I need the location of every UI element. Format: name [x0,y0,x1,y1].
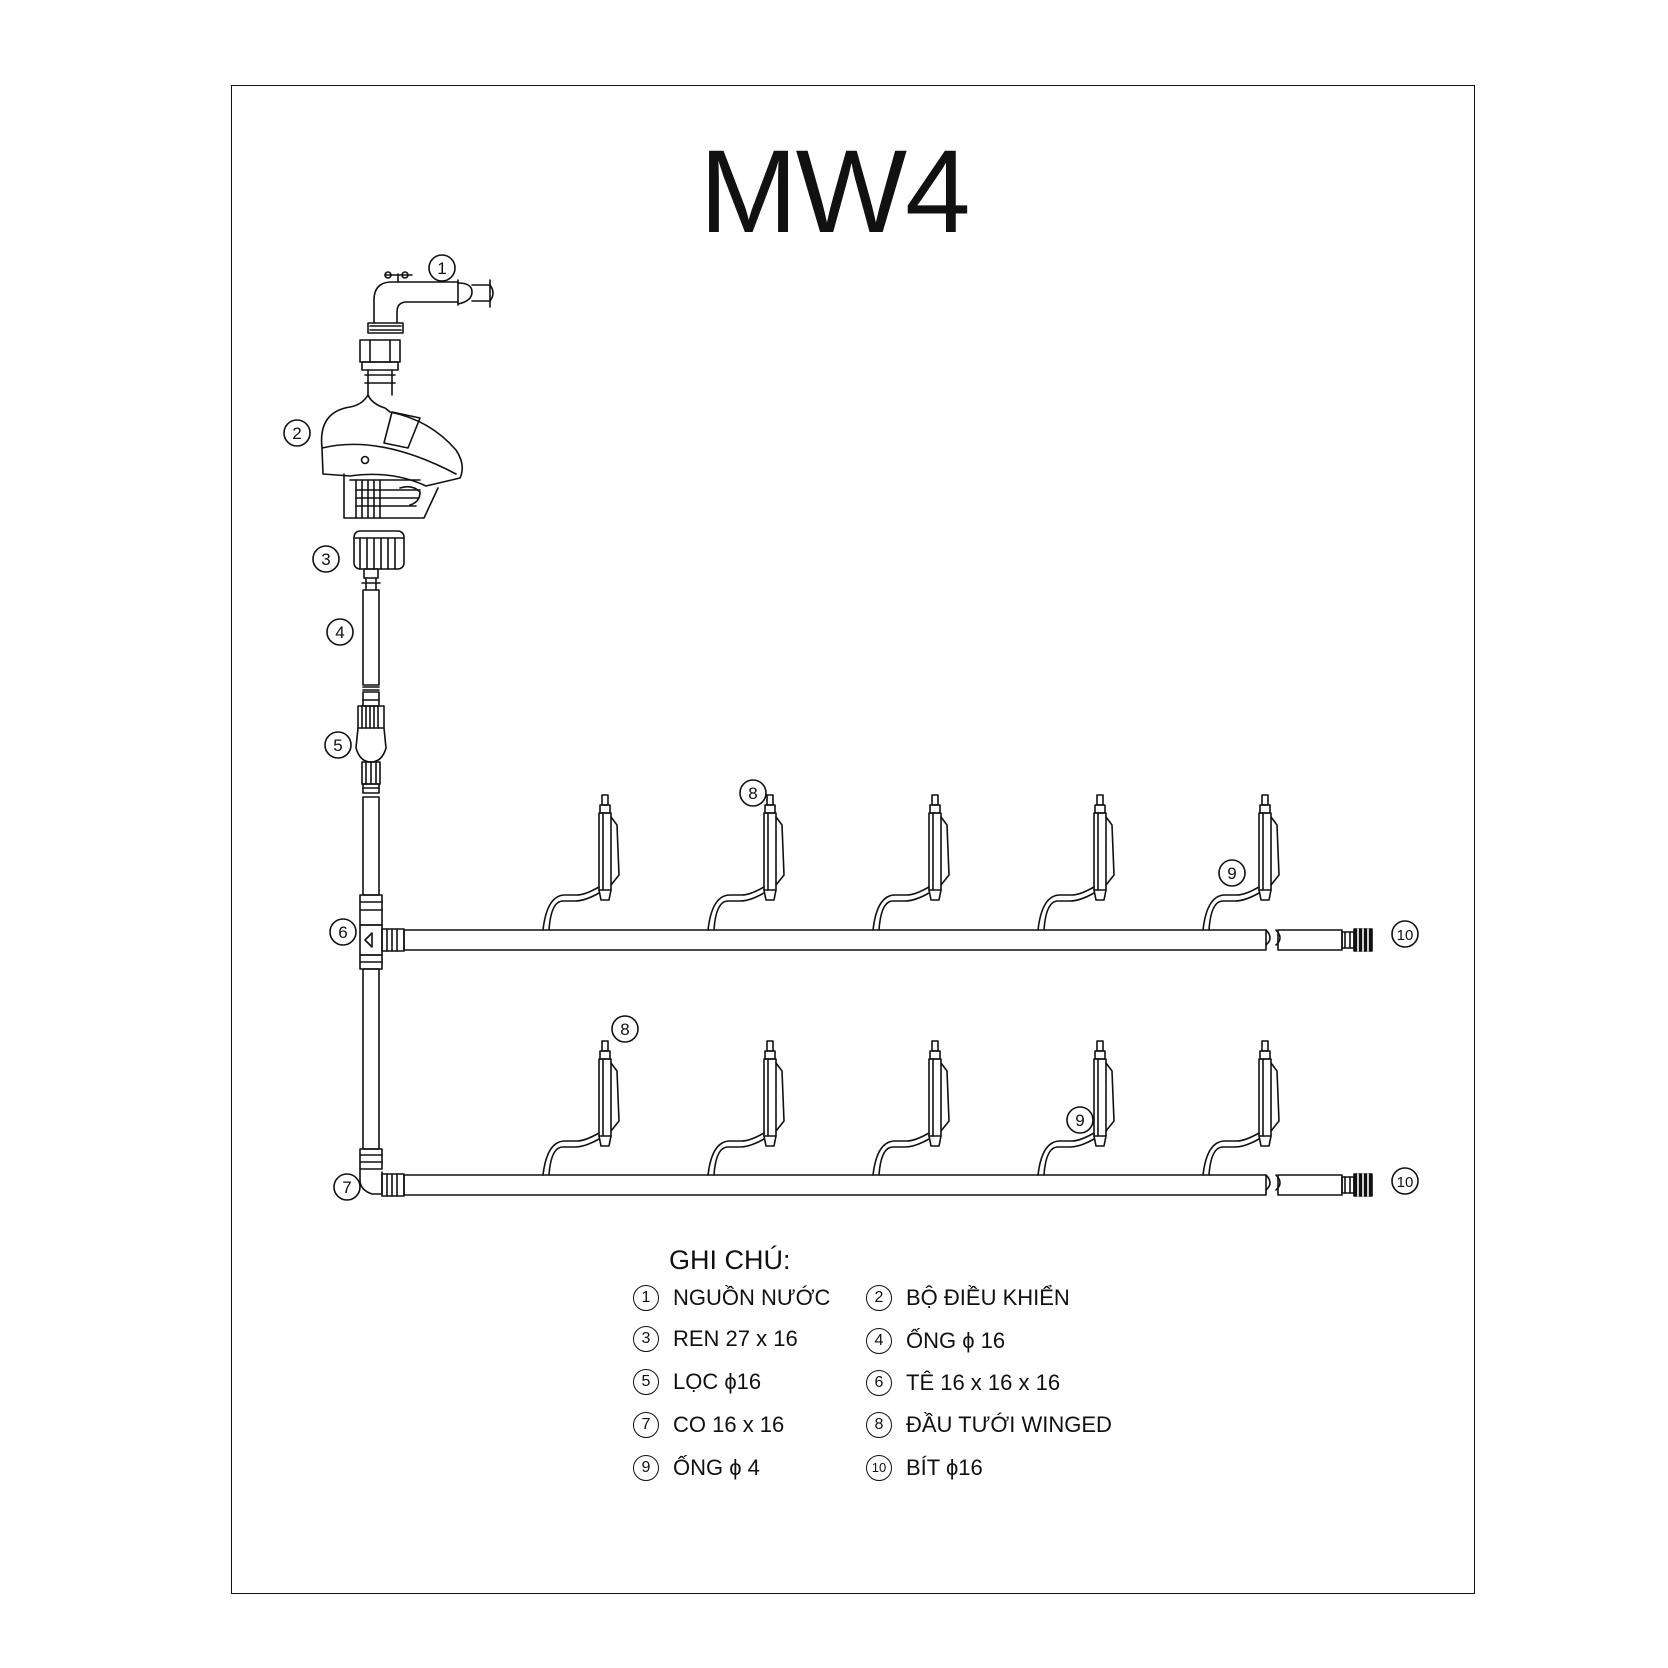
legend-number: 9 [633,1455,659,1482]
legend-number: 1 [633,1285,659,1312]
sprinkler-lower-1 [542,1040,620,1176]
legend-text: CO 16 x 16 [673,1412,785,1438]
thread-adapter-icon [353,530,405,591]
legend-item-6: 6 TÊ 16 x 16 x 16 [866,1369,1061,1397]
callout-8-upper: 8 [739,779,767,807]
legend-number: 5 [633,1369,659,1396]
legend-number: 7 [633,1412,659,1439]
sprinkler-lower-4 [1037,1040,1115,1176]
callout-9-upper: 9 [1218,859,1246,887]
legend-item-10: 10 BÍT ϕ16 [866,1454,983,1482]
pipe16-lower-vertical [359,954,383,1170]
legend-text: LỌC ϕ16 [673,1369,762,1395]
legend-text: ỐNG ϕ 4 [673,1455,760,1481]
sprinkler-group [542,794,1280,1176]
lateral-line-upper [403,928,1373,952]
callout-10-upper: 10 [1391,920,1419,948]
drawing-frame [231,85,1475,1594]
sprinkler-lower-3 [872,1040,950,1176]
sprinkler-lower-5 [1202,1040,1280,1176]
legend-text: TÊ 16 x 16 x 16 [906,1370,1061,1396]
callout-2: 2 [283,419,311,447]
svg-text:10: 10 [1397,1174,1414,1191]
sprinkler-upper-5 [1202,794,1280,931]
callout-9-lower: 9 [1066,1106,1094,1134]
legend-item-1: 1 NGUỒN NƯỚC [633,1284,831,1312]
callout-1: 1 [428,254,456,282]
filter-icon [355,691,387,794]
sprinkler-upper-2 [707,794,785,931]
elbow-fitting-icon [359,1168,405,1197]
legend-text: NGUỒN NƯỚC [673,1285,831,1311]
legend-item-2: 2 BỘ ĐIỀU KHIỂN [866,1284,1070,1312]
legend-item-8: 8 ĐẦU TƯỚI WINGED [866,1411,1112,1439]
sprinkler-upper-1 [542,794,620,931]
svg-text:10: 10 [1397,927,1414,944]
svg-text:1: 1 [437,259,446,278]
sprinkler-upper-3 [872,794,950,931]
legend-text: ỐNG ϕ 16 [906,1328,1006,1354]
tee-fitting-icon [359,924,405,956]
legend-item-3: 3 REN 27 x 16 [633,1325,798,1353]
callout-5: 5 [324,731,352,759]
svg-text:8: 8 [748,784,757,803]
svg-text:5: 5 [333,736,342,755]
callout-10-lower: 10 [1391,1167,1419,1195]
legend-number: 2 [866,1285,892,1312]
controller-icon [320,394,464,519]
lateral-line-lower [403,1173,1373,1197]
legend-text: ĐẦU TƯỚI WINGED [906,1412,1112,1438]
legend-number: 10 [866,1455,892,1482]
legend-number: 3 [633,1326,659,1353]
legend-text: BÍT ϕ16 [906,1455,983,1481]
svg-text:9: 9 [1075,1111,1084,1130]
legend-number: 8 [866,1412,892,1439]
legend-number: 6 [866,1370,892,1397]
faucet-nut [359,339,401,396]
svg-text:3: 3 [321,550,330,569]
legend-item-4: 4 ỐNG ϕ 16 [866,1327,1006,1355]
faucet-icon [367,271,494,334]
legend-item-9: 9 ỐNG ϕ 4 [633,1454,760,1482]
diagram-title: MW4 [699,126,970,258]
svg-text:8: 8 [620,1020,629,1039]
svg-text:9: 9 [1227,864,1236,883]
svg-text:4: 4 [335,623,344,642]
callout-7: 7 [333,1173,361,1201]
legend-title: GHI CHÚ: [669,1245,791,1275]
callout-3: 3 [312,545,340,573]
sprinkler-upper-4 [1037,794,1115,931]
svg-text:7: 7 [342,1178,351,1197]
legend-item-7: 7 CO 16 x 16 [633,1411,785,1439]
legend-number: 4 [866,1328,892,1355]
sprinkler-lower-2 [707,1040,785,1176]
callout-8-lower: 8 [611,1015,639,1043]
legend-text: BỘ ĐIỀU KHIỂN [906,1285,1070,1311]
legend-text: REN 27 x 16 [673,1326,798,1352]
pipe16-vertical [359,796,383,926]
callout-6: 6 [329,918,357,946]
pipe16-segment [362,589,380,691]
callout-4: 4 [326,618,354,646]
legend-item-5: 5 LỌC ϕ16 [633,1368,762,1396]
svg-text:2: 2 [292,424,301,443]
svg-text:6: 6 [338,923,347,942]
